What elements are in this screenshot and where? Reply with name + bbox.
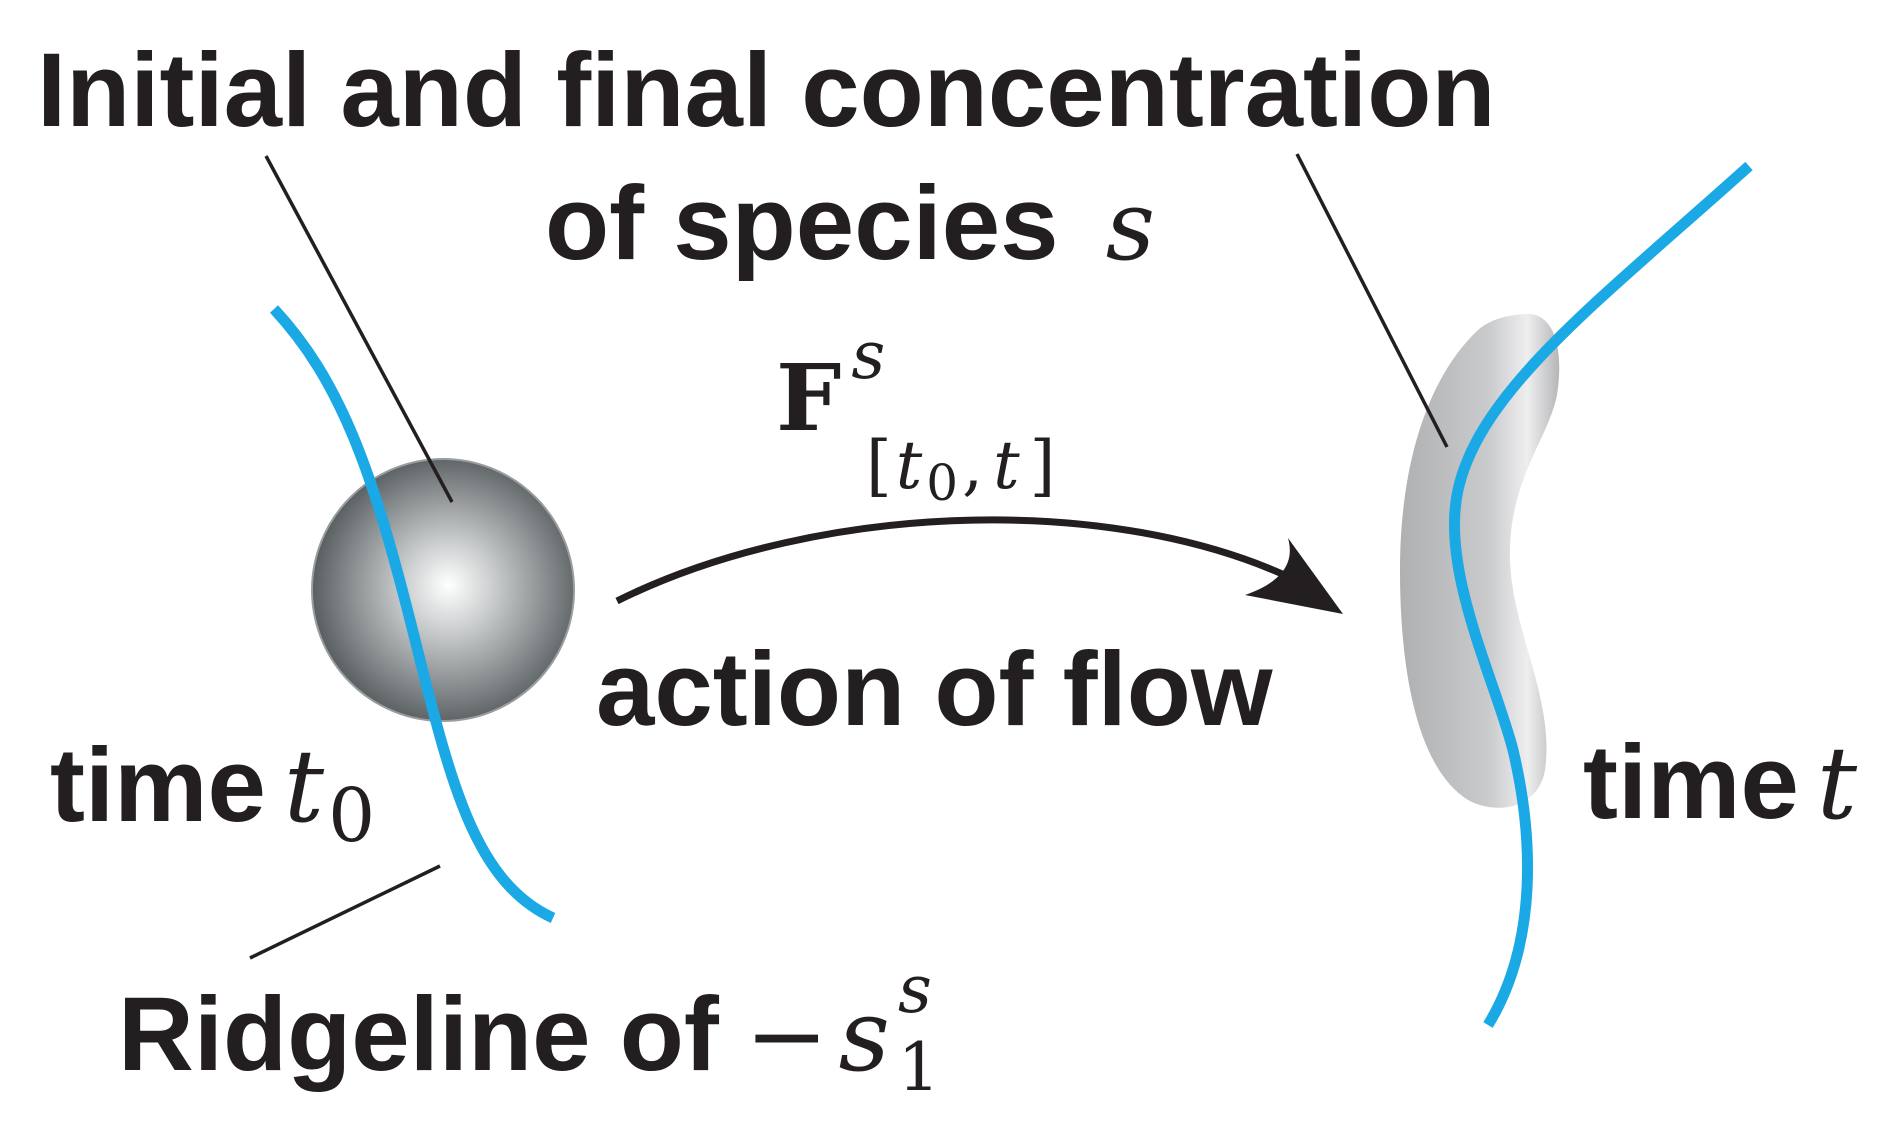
flow-map-sub-t: t bbox=[993, 427, 1020, 504]
right-time-label: time t bbox=[1583, 724, 1858, 842]
ridgeline-subscript: 1 bbox=[898, 1029, 940, 1106]
leader-line-blob bbox=[1295, 153, 1449, 448]
ridgeline-label-text: Ridgeline of bbox=[118, 976, 720, 1093]
ridgeline-superscript: s bbox=[898, 951, 932, 1028]
title-line-2: of species s bbox=[545, 165, 1155, 282]
ridgeline-symbol: s bbox=[839, 977, 890, 1094]
flow-arrowhead bbox=[1245, 538, 1343, 614]
flow-map-sub-t0: t bbox=[896, 427, 923, 504]
flow-map-sub-close: ] bbox=[1030, 427, 1056, 504]
flow-arrow-shaft bbox=[615, 516, 1317, 605]
left-time-text: time bbox=[50, 727, 266, 844]
right-time-symbol: t bbox=[1817, 725, 1858, 842]
flow-map-label: F s [ t 0 , t ] bbox=[776, 317, 1055, 512]
arrow-label: action of flow bbox=[596, 631, 1273, 748]
initial-concentration-sphere bbox=[311, 458, 575, 722]
flow-map-symbol: F bbox=[776, 344, 841, 452]
left-time-label: time t 0 bbox=[50, 727, 375, 859]
ridgeline-label: Ridgeline of − s s 1 bbox=[118, 951, 940, 1106]
ridgeline-right bbox=[1448, 161, 1753, 1028]
leader-line-sphere bbox=[264, 155, 454, 503]
title-line-2-text: of species bbox=[545, 165, 1059, 282]
title-species-symbol: s bbox=[1106, 170, 1155, 282]
flow-map-superscript: s bbox=[851, 317, 885, 394]
flow-map-sub-open: [ bbox=[866, 427, 892, 504]
final-concentration-blob bbox=[1400, 313, 1560, 808]
title-line-1: Initial and final concentration bbox=[37, 32, 1495, 149]
leader-line-ridgeline bbox=[249, 864, 441, 960]
right-time-text: time bbox=[1583, 724, 1799, 841]
left-time-symbol: t bbox=[284, 728, 325, 845]
flow-map-sub-t0-index: 0 bbox=[926, 454, 958, 512]
flow-map-sub-comma: , bbox=[962, 427, 983, 504]
left-time-index: 0 bbox=[328, 773, 375, 859]
ridgeline-minus: − bbox=[745, 977, 829, 1094]
ridgeline-left bbox=[269, 305, 556, 923]
